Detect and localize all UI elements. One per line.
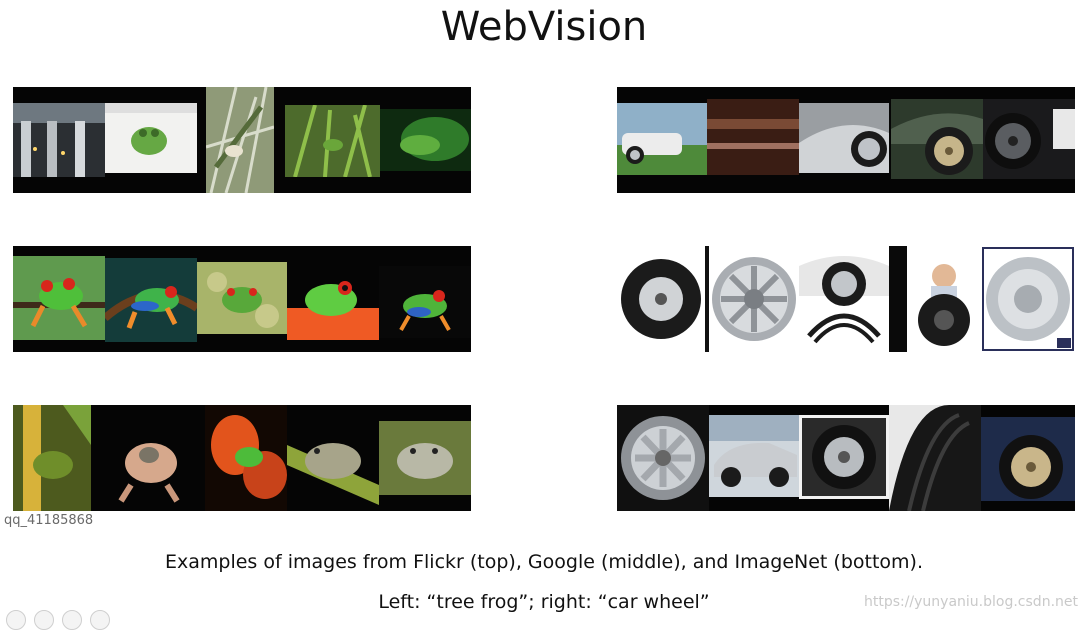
imagenet-frog-image-2 — [91, 405, 205, 511]
google-wheel-image-1 — [617, 246, 705, 352]
divider — [889, 246, 907, 352]
imagenet-frog-image-4 — [287, 405, 379, 511]
google-wheel-image-4 — [907, 246, 981, 352]
google-tree-frog-strip — [13, 246, 471, 352]
google-frog-image-2 — [105, 258, 197, 342]
imagenet-frog-image-5 — [379, 421, 471, 495]
imagenet-tree-frog-strip — [13, 405, 471, 511]
flickr-tree-frog-strip — [13, 87, 471, 193]
flickr-frog-image-5 — [380, 109, 471, 171]
google-frog-image-1 — [13, 256, 105, 340]
slide-toolbar — [6, 610, 110, 630]
flickr-car-wheel-strip — [617, 87, 1075, 193]
flickr-wheel-image-2 — [707, 99, 799, 175]
google-wheel-image-2 — [709, 246, 799, 352]
watermark-url: https://yunyaniu.blog.csdn.net — [863, 594, 1078, 610]
flickr-wheel-image-1 — [617, 103, 707, 175]
imagenet-wheel-image-1 — [617, 405, 709, 511]
flickr-frog-image-3 — [206, 87, 274, 193]
flickr-wheel-image-3 — [799, 103, 889, 173]
imagenet-wheel-image-4 — [889, 405, 981, 511]
google-wheel-image-3 — [799, 246, 889, 352]
imagenet-wheel-image-3 — [799, 415, 889, 499]
google-frog-image-4 — [287, 260, 379, 340]
google-car-wheel-strip — [617, 246, 1075, 352]
page-title: WebVision — [440, 4, 648, 50]
figure-caption: Examples of images from Flickr (top), Go… — [164, 551, 923, 573]
more-icon[interactable] — [90, 610, 110, 630]
divider — [705, 246, 709, 352]
google-wheel-image-5 — [981, 246, 1075, 352]
google-frog-image-5 — [379, 266, 471, 338]
flickr-frog-image-4 — [285, 105, 380, 177]
zoom-icon[interactable] — [62, 610, 82, 630]
back-icon[interactable] — [6, 610, 26, 630]
pen-icon[interactable] — [34, 610, 54, 630]
flickr-wheel-image-4 — [891, 99, 983, 179]
imagenet-wheel-image-5 — [981, 417, 1075, 501]
flickr-frog-image-1 — [13, 103, 105, 177]
figure-caption-labels: Left: “tree frog”; right: “car wheel” — [378, 591, 710, 613]
imagenet-frog-image-3 — [205, 405, 287, 511]
google-frog-image-3 — [197, 262, 287, 334]
imagenet-car-wheel-strip — [617, 405, 1075, 511]
imagenet-frog-image-1 — [13, 405, 91, 511]
flickr-wheel-image-5 — [983, 99, 1075, 179]
flickr-frog-image-2 — [105, 103, 197, 173]
imagenet-wheel-image-2 — [709, 415, 799, 497]
watermark-username: qq_41185868 — [4, 513, 94, 528]
